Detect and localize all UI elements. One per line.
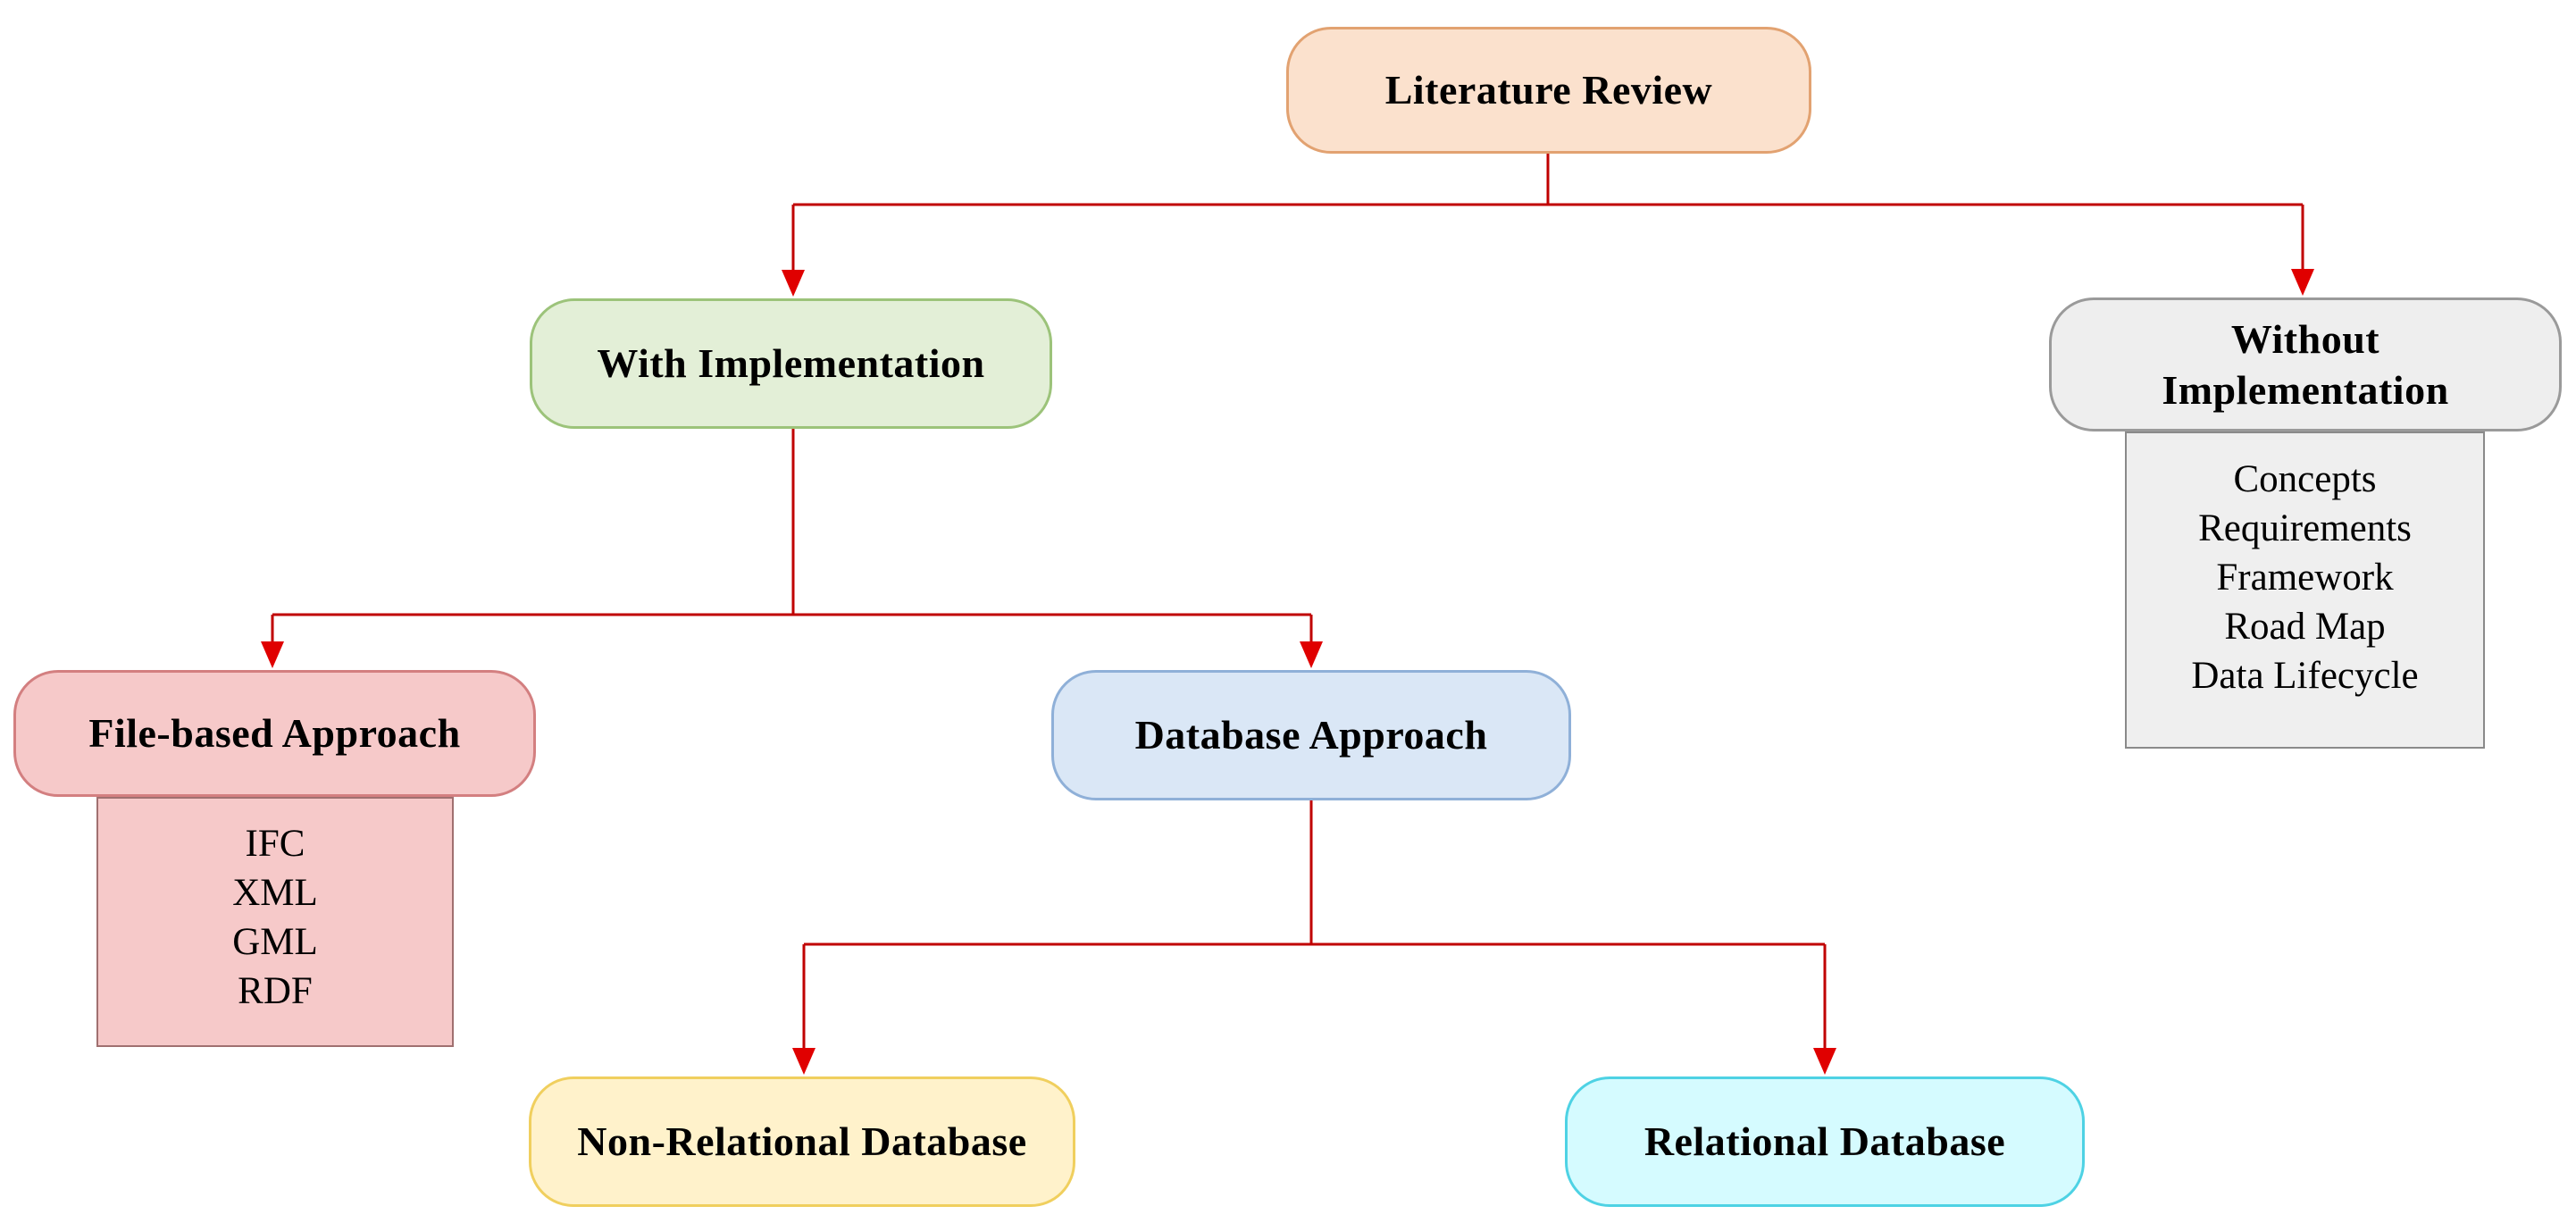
file-based-approach-node: File-based Approach xyxy=(13,670,536,797)
detail-item-xml: XML xyxy=(232,872,318,914)
non-relational-database-node: Non-Relational Database xyxy=(529,1076,1075,1207)
detail-item-requirements: Requirements xyxy=(2198,507,2412,549)
arrowhead-without-implementation xyxy=(2291,269,2314,296)
with-implementation-node: With Implementation xyxy=(530,298,1052,429)
without-implementation-label-line1: Without xyxy=(2230,315,2380,362)
literature-review-node: Literature Review xyxy=(1286,27,1811,154)
with-implementation-label: With Implementation xyxy=(597,340,985,387)
detail-item-data-lifecycle: Data Lifecycle xyxy=(2191,655,2419,697)
database-approach-node: Database Approach xyxy=(1051,670,1571,800)
detail-item-gml: GML xyxy=(232,921,318,963)
relational-database-label: Relational Database xyxy=(1643,1118,2006,1165)
detail-item-concepts: Concepts xyxy=(2233,458,2377,500)
detail-item-road-map: Road Map xyxy=(2224,606,2386,648)
non-relational-database-label: Non-Relational Database xyxy=(577,1118,1027,1165)
file-based-approach-label: File-based Approach xyxy=(88,710,461,757)
literature-review-label: Literature Review xyxy=(1384,67,1713,113)
detail-item-framework: Framework xyxy=(2216,557,2394,599)
database-approach-label: Database Approach xyxy=(1134,712,1488,758)
relational-database-node: Relational Database xyxy=(1565,1076,2085,1207)
arrowhead-file-based xyxy=(261,641,284,668)
detail-item-rdf: RDF xyxy=(238,970,313,1012)
arrowhead-relational xyxy=(1813,1048,1836,1075)
arrowhead-with-implementation xyxy=(782,270,805,297)
arrowhead-database xyxy=(1300,641,1323,668)
without-implementation-label-line2: Implementation xyxy=(2162,367,2449,413)
detail-item-ifc: IFC xyxy=(245,823,305,865)
file-based-approach-details: IFC XML GML RDF xyxy=(96,797,454,1047)
without-implementation-details: Concepts Requirements Framework Road Map… xyxy=(2125,431,2485,749)
arrowhead-non-relational xyxy=(792,1048,815,1075)
without-implementation-node: Without Implementation xyxy=(2049,297,2562,431)
